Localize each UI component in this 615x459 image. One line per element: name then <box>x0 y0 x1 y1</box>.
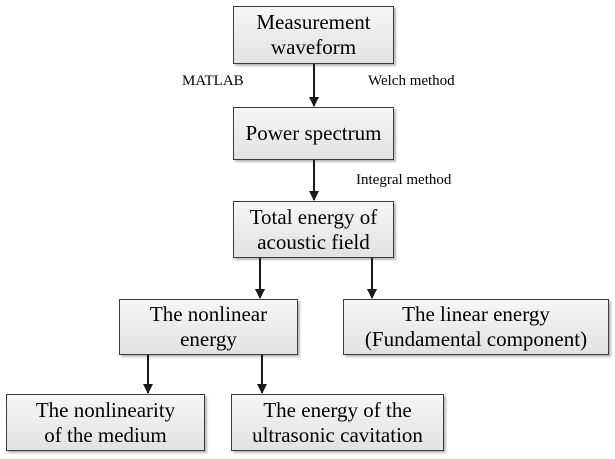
node-nonlinear-energy: The nonlinear energy <box>119 299 298 355</box>
node-nonlinearity-medium-line-1: The nonlinearity <box>35 397 176 422</box>
node-measurement-waveform: Measurement waveform <box>233 6 394 64</box>
node-total-energy-line-2: acoustic field <box>257 229 370 254</box>
node-nonlinearity-medium-line-2: of the medium <box>44 422 167 447</box>
node-measurement-waveform-line-1: Measurement <box>256 10 371 34</box>
node-total-energy: Total energy of acoustic field <box>233 201 394 258</box>
node-nonlinear-energy-line-2: energy <box>180 327 237 351</box>
node-total-energy-line-1: Total energy of <box>249 204 378 229</box>
node-ultrasonic-cavitation-line-1: The energy of the <box>263 397 412 422</box>
node-linear-energy-line-2: (Fundamental component) <box>364 327 588 351</box>
node-linear-energy: The linear energy (Fundamental component… <box>343 299 609 355</box>
node-nonlinearity-medium: The nonlinearity of the medium <box>6 394 205 451</box>
label-matlab: MATLAB <box>182 73 244 89</box>
node-power-spectrum: Power spectrum <box>233 107 394 160</box>
node-ultrasonic-cavitation-line-2: ultrasonic cavitation <box>252 422 423 447</box>
node-measurement-waveform-line-2: waveform <box>270 35 357 59</box>
node-power-spectrum-line-1: Power spectrum <box>245 121 382 145</box>
node-nonlinear-energy-line-1: The nonlinear <box>149 302 268 326</box>
label-welch-method: Welch method <box>368 73 455 89</box>
node-ultrasonic-cavitation: The energy of the ultrasonic cavitation <box>231 394 444 451</box>
node-linear-energy-line-1: The linear energy <box>402 302 550 326</box>
label-integral-method: Integral method <box>356 172 452 188</box>
